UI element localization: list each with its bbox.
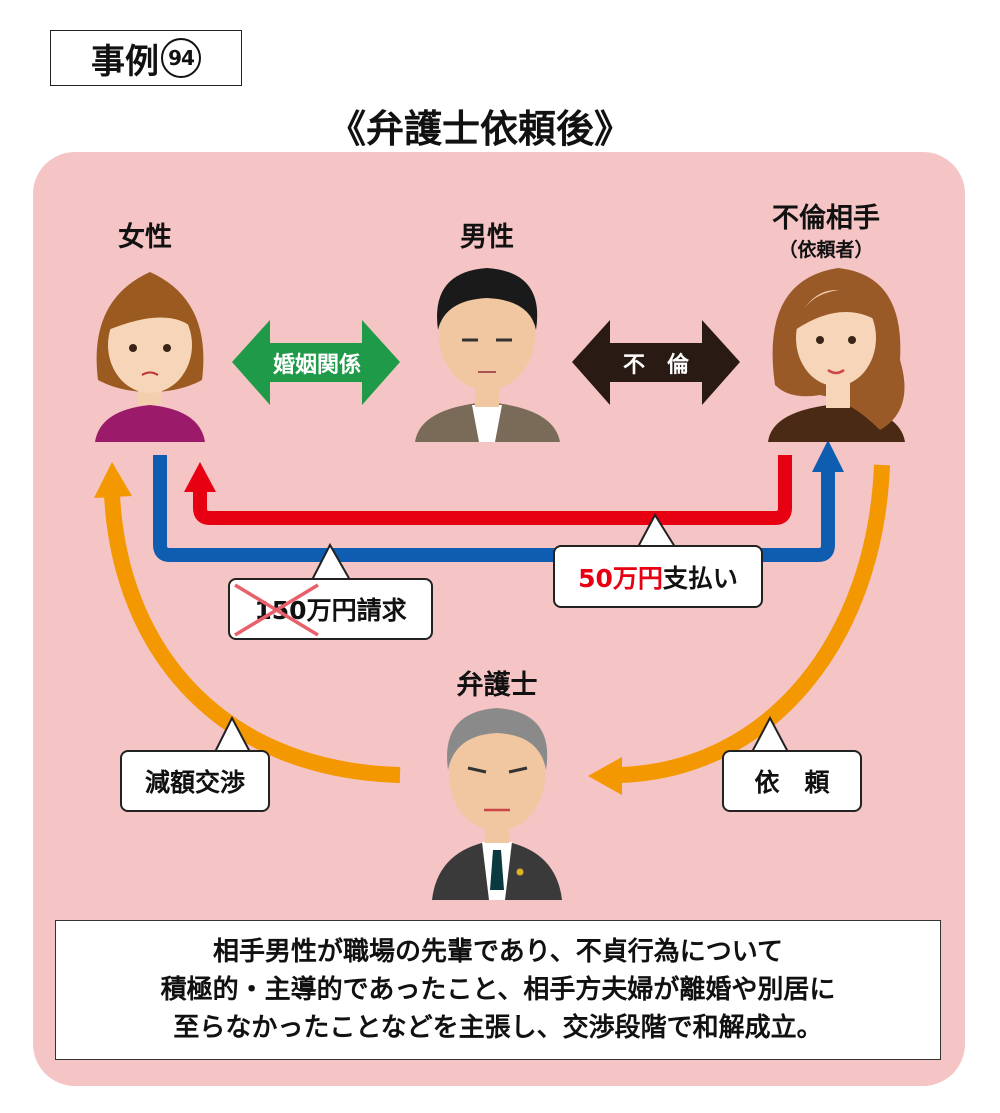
marriage-arrow [232, 320, 400, 405]
red-arrowhead [184, 462, 216, 492]
case-label-prefix: 事例 [91, 41, 159, 82]
payment-suffix: 支払い [662, 563, 738, 593]
claim-suffix: 円請求 [331, 596, 407, 625]
claim-callout: 150万円請求 [228, 578, 433, 640]
claim-amount: 150万 [254, 596, 332, 625]
case-label: 事例 94 [50, 30, 242, 86]
payment-line-red [193, 455, 792, 525]
man-label: 男性 [460, 222, 514, 253]
man-illustration [415, 268, 560, 442]
client-note: （依頼者） [778, 239, 874, 261]
lawyer-label: 弁護士 [456, 670, 538, 701]
summary-line-1: 相手男性が職場の先輩であり、不貞行為について [213, 937, 783, 967]
case-number: 94 [161, 38, 201, 78]
orange-arrowhead-right [588, 757, 622, 795]
marriage-label: 婚姻関係 [272, 353, 361, 378]
request-curve [619, 464, 890, 783]
affair-partner-label: 不倫相手 [772, 203, 880, 234]
affair-partner-illustration [768, 268, 905, 442]
woman-illustration [95, 272, 205, 442]
affair-label: 不 倫 [622, 353, 689, 378]
page-title: 《弁護士依頼後》 [327, 107, 632, 151]
summary-line-3: 至らなかったことなどを主張し、交渉段階で和解成立。 [173, 1013, 823, 1043]
affair-arrow [572, 320, 740, 405]
summary-line-2: 積極的・主導的であったこと、相手方夫婦が離婚や別居に [160, 975, 836, 1005]
orange-arrowhead-left [94, 462, 132, 498]
woman-label: 女性 [118, 222, 172, 253]
blue-arrowhead [812, 440, 844, 472]
summary-box: 相手男性が職場の先輩であり、不貞行為について 積極的・主導的であったこと、相手方… [55, 920, 941, 1060]
request-callout: 依 頼 [722, 750, 862, 812]
negotiation-callout: 減額交渉 [120, 750, 270, 812]
lawyer-illustration [432, 708, 562, 900]
request-line-blue [153, 455, 835, 562]
payment-amount: 50万円 [578, 563, 663, 593]
payment-callout: 50万円支払い [553, 545, 763, 608]
negotiation-curve [104, 494, 401, 783]
